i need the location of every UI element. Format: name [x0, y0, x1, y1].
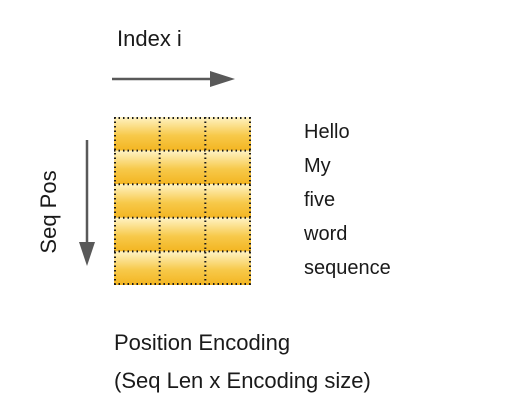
word-sequence: sequence [304, 257, 391, 279]
index-arrow-head [210, 71, 235, 87]
matrix-cell [205, 184, 251, 218]
index-arrow [112, 71, 235, 87]
seq-pos-arrow [79, 140, 95, 266]
seq-pos-axis-label: Seq Pos [36, 170, 61, 254]
position-encoding-matrix [114, 117, 251, 285]
seq-pos-axis-label-wrap: Seq Pos [34, 151, 64, 273]
matrix-cell [205, 150, 251, 185]
matrix-cell [159, 251, 206, 285]
matrix-cell [205, 251, 251, 285]
caption-title: Position Encoding [114, 330, 291, 355]
matrix-cell [159, 117, 206, 151]
matrix-cell [159, 150, 206, 185]
seq-pos-arrow-head [79, 242, 95, 266]
matrix-grid [114, 117, 251, 285]
matrix-cell [205, 217, 251, 252]
word-hello: Hello [304, 121, 350, 143]
matrix-cell [114, 251, 160, 285]
matrix-cell [159, 184, 206, 218]
word-five: five [304, 189, 336, 211]
word-my: My [304, 155, 331, 177]
word-word: word [304, 223, 348, 245]
matrix-cells [114, 117, 251, 285]
matrix-cell [114, 184, 160, 218]
index-axis-label: Index i [117, 26, 182, 51]
matrix-cell [205, 117, 251, 151]
caption-subtitle: (Seq Len x Encoding size) [114, 368, 371, 393]
matrix-cell [114, 150, 160, 185]
matrix-cell [114, 117, 160, 151]
matrix-cell [114, 217, 160, 252]
matrix-cell [159, 217, 206, 252]
